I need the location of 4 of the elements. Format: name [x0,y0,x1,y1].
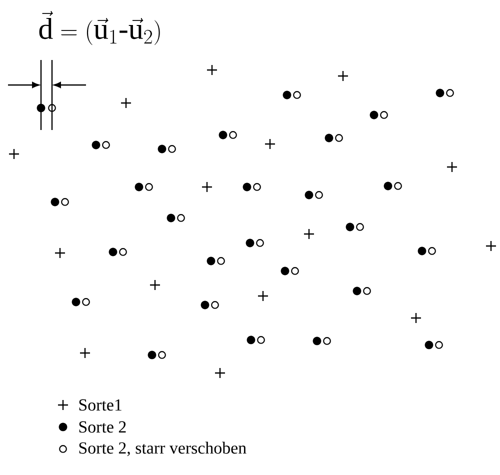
legend-text: Sorte1 [79,399,122,411]
legend-text: Sorte 2, starr verschoben [79,442,246,456]
formula: $\vec{\mathrm{d}} = (\vec{\mathrm{u}}_1\text{-}\vec{\mathrm{u}}_2)$ [39,11,160,45]
legend-text: Sorte 2 [79,421,126,433]
